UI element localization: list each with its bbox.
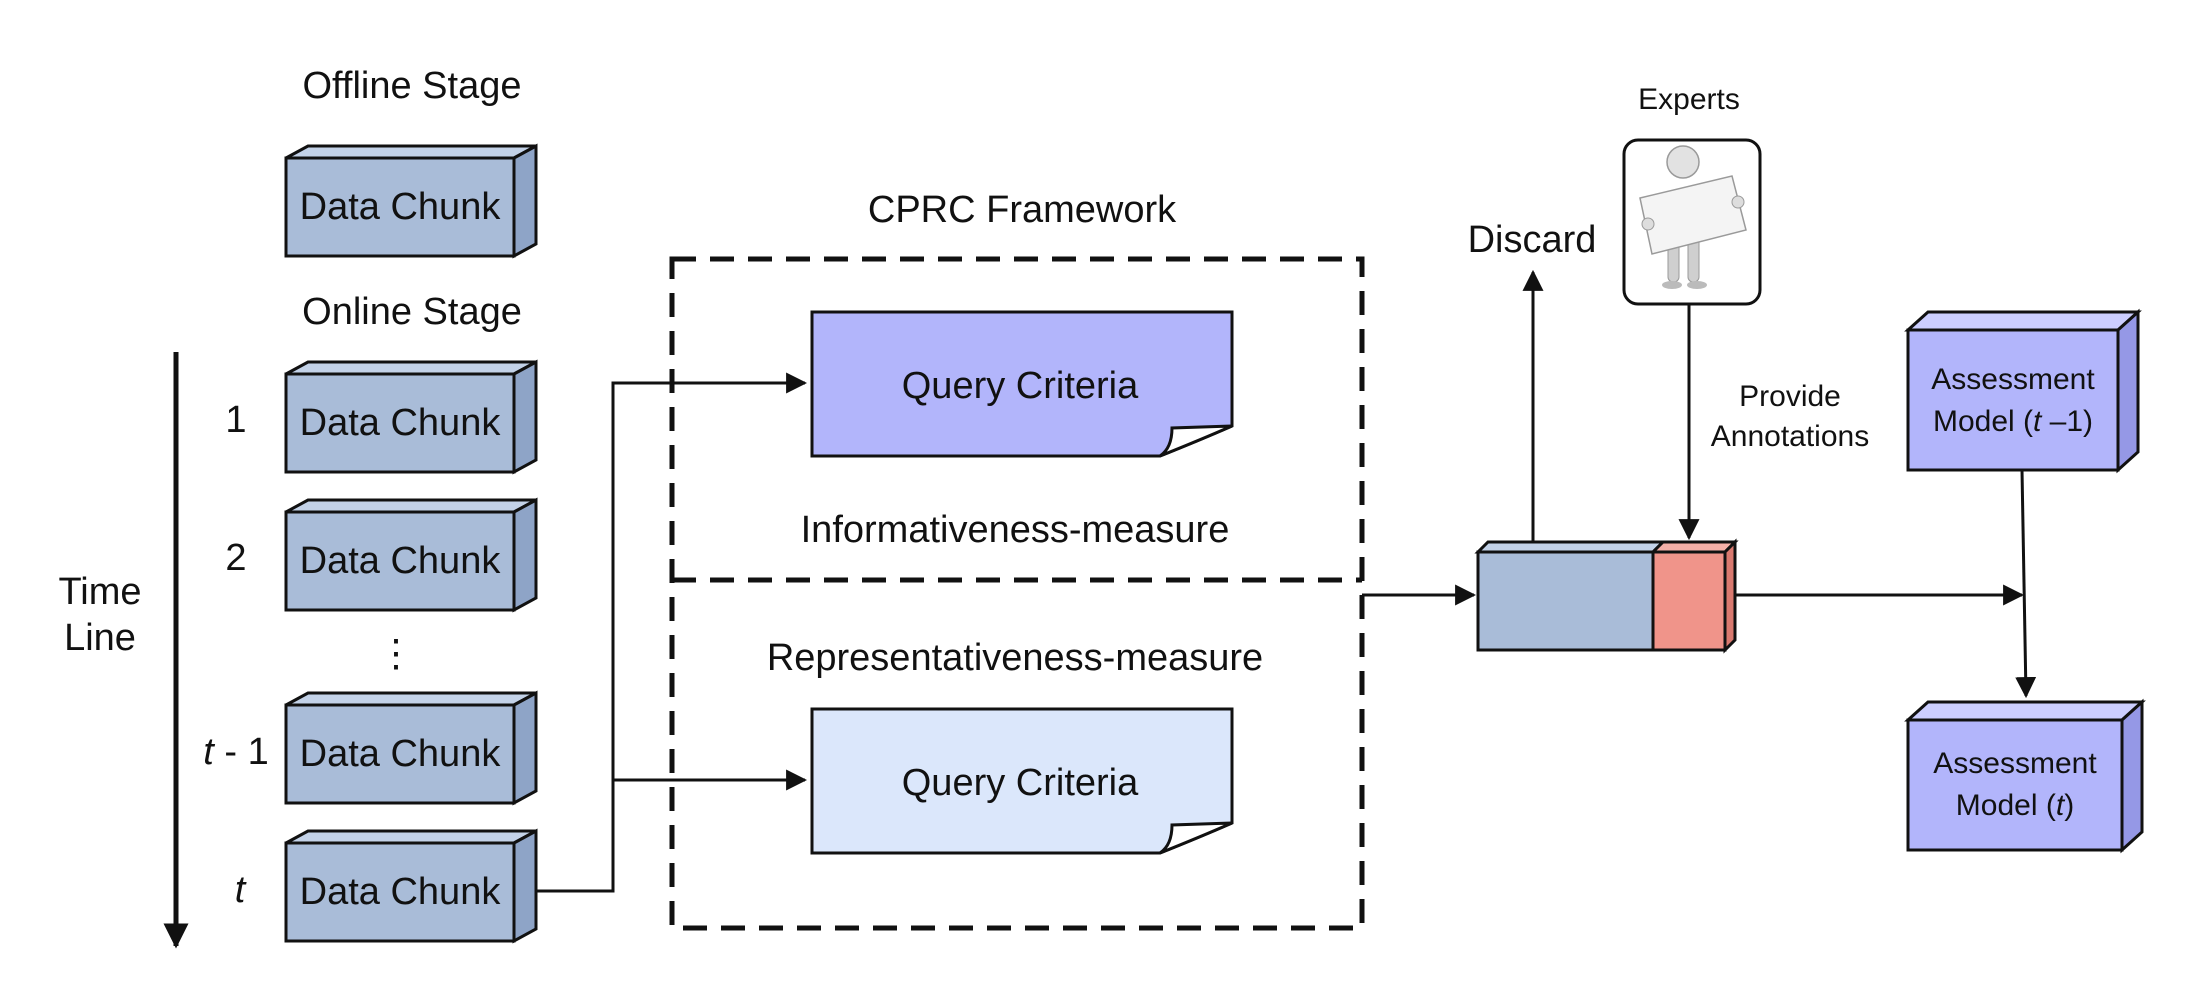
query-criteria-representativeness: Query Criteria [810,707,1234,855]
assessment-current-line2: Model (t) [1956,789,2074,822]
offline-data-chunk: Data Chunk [284,143,538,259]
person-holding-sign-icon [1622,138,1762,306]
informativeness-label: Informativeness-measure [801,509,1230,551]
chunk-label: Data Chunk [300,540,502,582]
chunk-index-2: 2 [225,537,246,579]
assessment-previous-line2: Model (t –1) [1933,405,2093,438]
chunk-index-t: t [235,869,247,911]
query-criteria-label: Query Criteria [902,365,1139,407]
chunk-label: Data Chunk [300,871,502,913]
connector-to-informativeness [536,372,808,893]
experts-label: Experts [1638,83,1740,116]
assessment-previous-line1: Assessment [1931,363,2095,396]
discard-label: Discard [1468,219,1597,261]
online-data-chunk-t-minus-1: Data Chunk [284,690,538,806]
offline-chunk-label: Data Chunk [300,186,502,228]
annotations-label-line1: Provide [1739,380,1841,413]
assessment-model-previous: Assessment Model (t –1) [1904,308,2142,474]
annotations-label-line2: Annotations [1711,420,1869,453]
chunk-label: Data Chunk [300,402,502,444]
online-data-chunk-1: Data Chunk [284,359,538,475]
query-criteria-informativeness: Query Criteria [810,310,1234,458]
chunk-ellipsis: ⋮ [377,633,415,675]
framework-boundary [669,256,1365,931]
online-stage-title: Online Stage [302,291,522,333]
annotated-part [1651,550,1727,652]
timeline-label-line1: Time [58,571,141,613]
offline-stage-title: Offline Stage [302,65,521,107]
chunk-label: Data Chunk [300,733,502,775]
chunk-index-t-minus-1: t - 1 [203,731,268,773]
model-update-arrow [2015,469,2037,699]
assessment-current-line1: Assessment [1933,747,2097,780]
representativeness-label: Representativeness-measure [767,637,1263,679]
online-data-chunk-t: Data Chunk [284,828,538,944]
query-criteria-label: Query Criteria [902,762,1139,804]
chunk-index-1: 1 [225,399,246,441]
assessment-model-current: Assessment Model (t) [1904,698,2146,854]
timeline-label-line2: Line [64,617,136,659]
framework-title: CPRC Framework [868,189,1177,231]
selected-data-chunk [1474,538,1739,654]
online-data-chunk-2: Data Chunk [284,497,538,613]
